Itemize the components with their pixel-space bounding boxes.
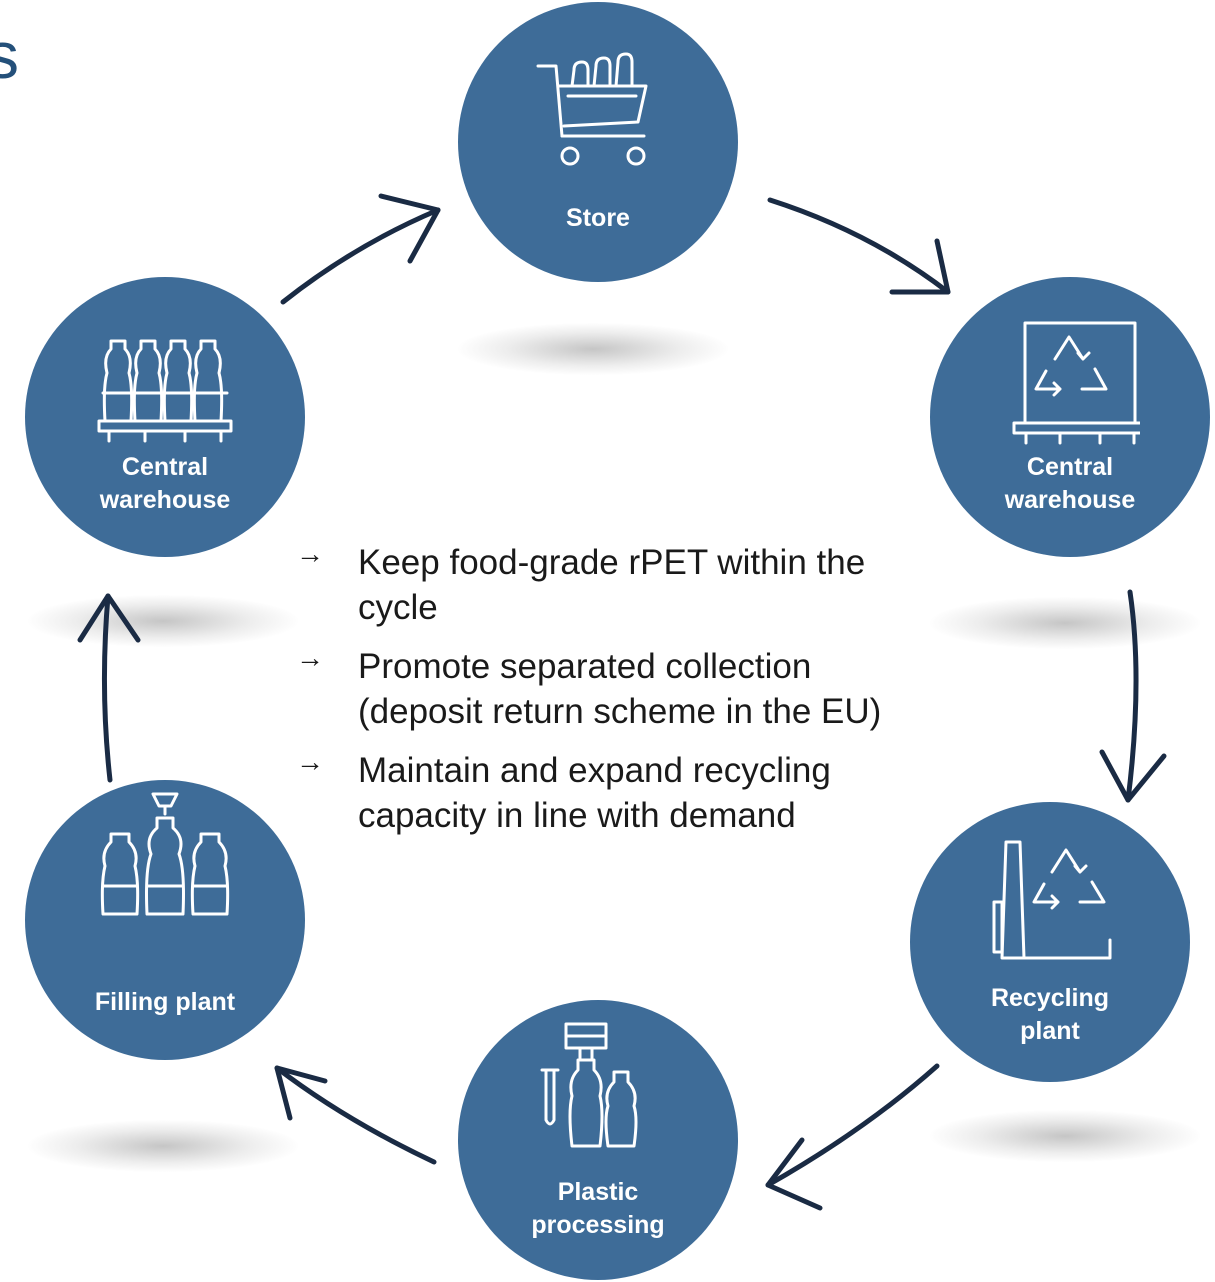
recycling-pallet-icon [1012,321,1140,445]
node-plastic-processing-label: Plastic processing [531,1178,665,1239]
recycling-shadow [930,1110,1200,1162]
warehouse-left-shadow [28,595,298,647]
bottle-processing-icon [540,1022,638,1148]
node-store-label: Store [566,204,630,232]
bottles-on-pallet-icon [97,339,233,443]
heading-fragment: s [0,18,19,92]
right-arrow-icon: → [296,746,324,777]
right-arrow-icon: → [296,538,324,569]
bullet-text: Maintain and expand recycling capacity i… [358,751,831,835]
node-filling-plant: Filling plant [25,780,305,1060]
arrow-filling-to-warehouse [77,593,141,783]
node-store: Store [458,2,738,282]
bullet-text: Promote separated collection (deposit re… [358,647,882,731]
bullet-item: → Promote separated collection (deposit … [296,642,1016,734]
filling-shadow [28,1120,298,1172]
node-central-warehouse-right-label: Central warehouse [1004,453,1136,514]
arrow-store-to-warehouse [767,197,951,295]
arrow-recycling-to-processing [765,1063,940,1211]
warehouse-right-shadow [930,597,1200,649]
bullet-item: → Keep food-grade rPET within the cycle [296,538,1016,630]
node-plastic-processing: Plastic processing [458,1000,738,1280]
bullet-text: Keep food-grade rPET within the cycle [358,543,866,627]
store-shadow [458,323,728,375]
recycling-factory-icon [992,840,1112,960]
node-central-warehouse-left-label: Central warehouse [99,453,231,514]
bullet-item: → Maintain and expand recycling capacity… [296,746,1016,838]
node-recycling-plant-label: Recycling plant [990,984,1110,1045]
right-arrow-icon: → [296,642,324,673]
node-central-warehouse-left: Central warehouse [25,277,305,557]
node-recycling-plant: Recycling plant [910,802,1190,1082]
arrow-warehouse-to-recycling [1099,589,1167,803]
arrow-warehouse-to-store [280,193,441,305]
key-points-list: → Keep food-grade rPET within the cycle … [296,538,1016,852]
node-central-warehouse-right: Central warehouse [930,277,1210,557]
node-filling-plant-label: Filling plant [94,988,236,1016]
shopping-cart-icon [536,52,648,166]
arrow-processing-to-filling [274,1065,437,1165]
bottle-filling-icon [100,792,230,916]
